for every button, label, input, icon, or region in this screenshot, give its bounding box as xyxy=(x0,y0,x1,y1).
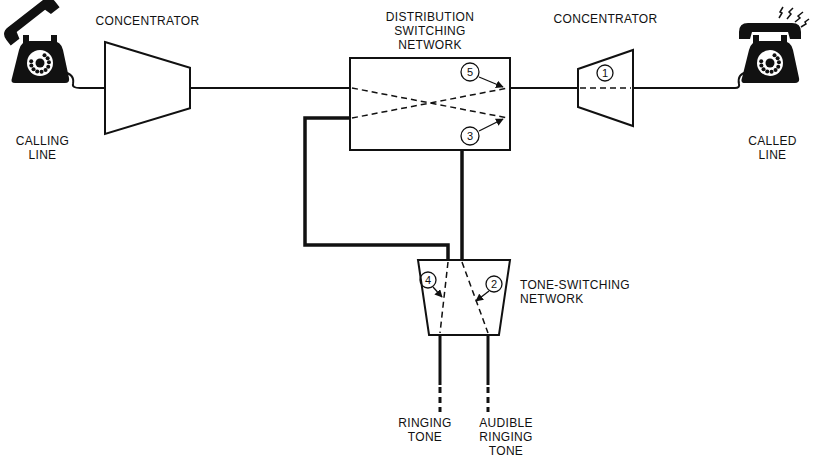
node-label: CALLING LINE xyxy=(5,134,80,162)
telephone-icon xyxy=(735,10,810,90)
tone-source-label: AUDIBLE RINGING TONE xyxy=(467,416,545,458)
node-label: CALLED LINE xyxy=(735,134,810,162)
tone-wire xyxy=(440,335,488,385)
callout-number: 3 xyxy=(467,130,473,142)
callout-number: 1 xyxy=(602,67,608,79)
line-connector xyxy=(633,87,735,89)
tone-wire-dashed xyxy=(440,387,488,412)
node-outline xyxy=(418,260,510,335)
tone-switching-network: TONE-SWITCHING NETWORK xyxy=(418,260,510,335)
tone-source-label: RINGING TONE xyxy=(389,416,461,444)
line-connector xyxy=(80,87,105,89)
ringing-marks xyxy=(779,7,809,27)
switching-network-box: DISTRIBUTION SWITCHING NETWORK xyxy=(350,58,510,150)
telephone-icon xyxy=(5,10,80,90)
telephone-set: CALLING LINE xyxy=(5,10,80,165)
callout-number: 4 xyxy=(425,274,431,286)
line-connector xyxy=(460,150,464,260)
line-connector xyxy=(510,87,578,89)
node-outline xyxy=(578,50,633,126)
node-label: CONCENTRATOR xyxy=(83,14,213,28)
node-label: CONCENTRATOR xyxy=(541,12,671,26)
node-label: TONE-SWITCHING NETWORK xyxy=(520,278,640,306)
telephone-set: CALLED LINE xyxy=(735,10,810,165)
node-outline xyxy=(350,58,510,150)
node-label: DISTRIBUTION SWITCHING NETWORK xyxy=(380,10,480,52)
concentrator: CONCENTRATOR xyxy=(105,42,190,134)
callout-number: 2 xyxy=(491,278,497,290)
callout-number: 5 xyxy=(467,66,473,78)
concentrator: CONCENTRATOR xyxy=(578,50,633,126)
line-connector xyxy=(305,118,448,260)
line-connector xyxy=(190,87,350,89)
callout-arrow xyxy=(433,77,503,301)
node-outline xyxy=(105,42,190,134)
switch-path xyxy=(352,88,631,333)
